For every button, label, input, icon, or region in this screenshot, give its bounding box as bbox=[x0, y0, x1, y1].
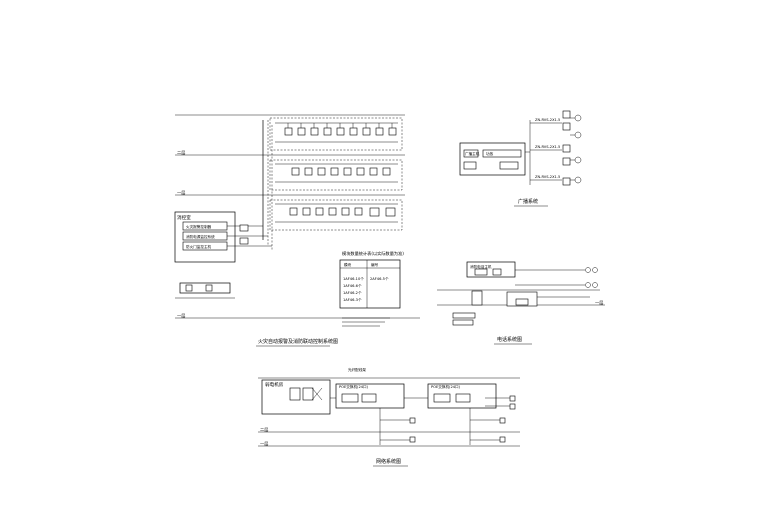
control-room-box bbox=[174, 211, 236, 263]
svg-text:1AF46-6个: 1AF46-6个 bbox=[343, 283, 362, 288]
speaker-icon-group bbox=[562, 110, 582, 186]
fire-alarm-caption: 火灾自动报警及消防联动控制系统图 bbox=[258, 338, 338, 345]
device-row-floor-2 bbox=[275, 122, 398, 143]
device-row-floor-1a bbox=[275, 163, 398, 183]
svg-text:2AF46-5个: 2AF46-5个 bbox=[370, 276, 389, 281]
telephone-caption: 电话系统图 bbox=[497, 336, 522, 343]
speaker-icon bbox=[562, 177, 571, 186]
floor-label-2: 二层 bbox=[177, 150, 185, 156]
speaker-icon bbox=[562, 157, 571, 166]
svg-text:光纤配线架: 光纤配线架 bbox=[348, 367, 366, 372]
network-diagram: 二层 一层 光纤配线架 弱电机房 POE交换机(24口) POE交换机(24口) bbox=[258, 367, 520, 467]
control-room-title: 消控室 bbox=[177, 214, 191, 221]
svg-text:1AF46-10个: 1AF46-10个 bbox=[343, 276, 364, 281]
svg-text:一层: 一层 bbox=[595, 300, 603, 306]
svg-text:POE交换机(24口): POE交换机(24口) bbox=[431, 384, 461, 389]
speaker-icon bbox=[562, 122, 571, 131]
camera-icon bbox=[509, 403, 516, 410]
broadcast-caption: 广播系统 bbox=[518, 198, 538, 205]
svg-text:火灾报警控制器: 火灾报警控制器 bbox=[186, 224, 212, 229]
device-row-floor-1b bbox=[275, 203, 398, 223]
broadcast-diagram: 广播主机 功放 ZN-RVS-2X1.5 ZN-RVS-2X1.5 ZN-RVS… bbox=[459, 110, 582, 207]
svg-text:1AF46-2个: 1AF46-2个 bbox=[343, 290, 362, 295]
svg-text:一层: 一层 bbox=[260, 441, 268, 447]
svg-text:模块: 模块 bbox=[344, 262, 352, 267]
floor-label-1a: 一层 bbox=[177, 190, 185, 196]
svg-text:ZN-RVS-2X1.5: ZN-RVS-2X1.5 bbox=[535, 145, 560, 149]
svg-text:二层: 二层 bbox=[260, 427, 268, 433]
svg-text:1AF46-3个: 1AF46-3个 bbox=[343, 297, 362, 302]
phone-icon bbox=[585, 282, 591, 288]
broadcast-host-box bbox=[459, 142, 526, 176]
camera-icon bbox=[499, 436, 506, 443]
svg-text:ZN-RVS-2X1.5: ZN-RVS-2X1.5 bbox=[535, 175, 560, 179]
svg-text:POE交换机(24口): POE交换机(24口) bbox=[339, 384, 369, 389]
svg-text:ZN-RVS-2X1.5: ZN-RVS-2X1.5 bbox=[535, 118, 560, 122]
phone-icon bbox=[592, 267, 598, 273]
telephone-diagram: 消防电话主机 一层 电话系统图 bbox=[437, 261, 605, 345]
speaker-icon bbox=[562, 144, 571, 153]
svg-text:防火门监控主机: 防火门监控主机 bbox=[186, 244, 212, 249]
svg-text:消防电话主机: 消防电话主机 bbox=[470, 264, 492, 269]
camera-icon bbox=[499, 417, 506, 424]
floor-label-1b: 一层 bbox=[177, 313, 185, 319]
speaker-icon bbox=[562, 110, 571, 119]
poe-switch-2 bbox=[427, 383, 497, 409]
svg-text:弱电机房: 弱电机房 bbox=[265, 381, 284, 388]
module-legend-table: 模块数量统计表(以实际数量为准) 模块 编号 1AF46-10个 1AF46-6… bbox=[339, 250, 404, 309]
network-caption: 网络系统图 bbox=[376, 458, 401, 465]
svg-text:编号: 编号 bbox=[371, 262, 379, 267]
fire-alarm-diagram: 二层 一层 一层 bbox=[174, 114, 420, 347]
svg-text:消防电源监控系统: 消防电源监控系统 bbox=[186, 234, 215, 239]
svg-text:功放: 功放 bbox=[486, 151, 494, 156]
weak-current-room-box bbox=[261, 379, 331, 415]
phone-host-box bbox=[466, 261, 516, 278]
svg-text:广播主机: 广播主机 bbox=[465, 151, 480, 156]
legend-title: 模块数量统计表(以实际数量为准) bbox=[342, 250, 404, 257]
camera-icon bbox=[409, 417, 416, 424]
camera-icon bbox=[409, 436, 416, 443]
phone-icon bbox=[592, 282, 598, 288]
phone-icon bbox=[585, 267, 591, 273]
camera-icon bbox=[509, 395, 516, 402]
poe-switch-1 bbox=[335, 383, 405, 409]
